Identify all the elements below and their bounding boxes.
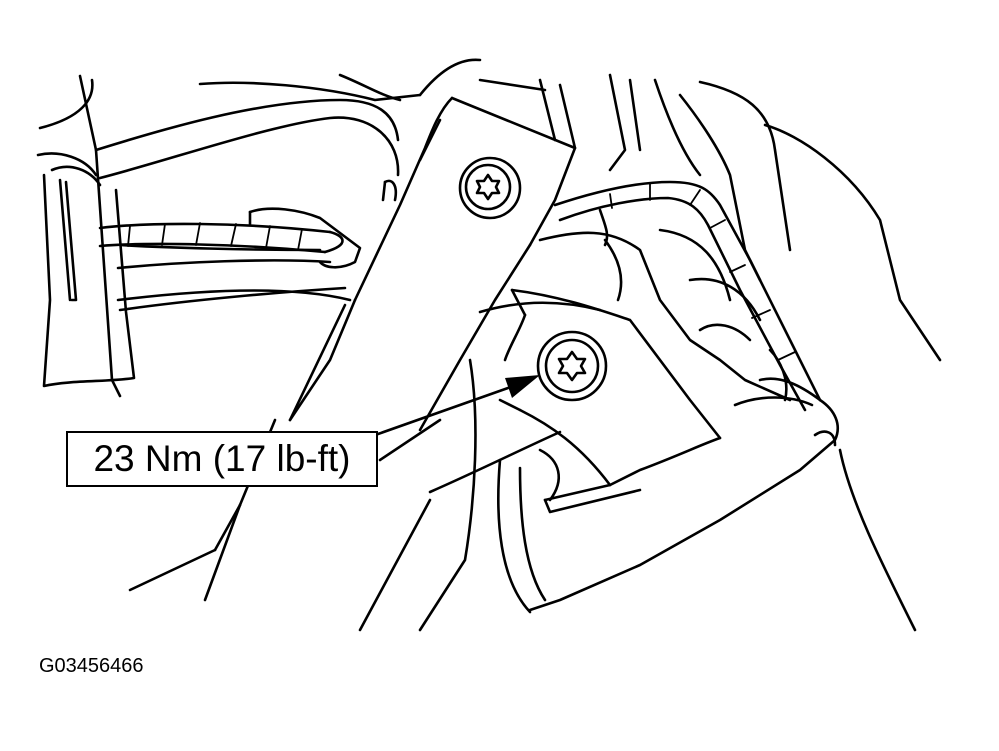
torx-bolt-lower-icon — [557, 350, 587, 382]
figure-id-label: G03456466 — [39, 655, 144, 677]
right-outer-contours — [478, 73, 942, 632]
left-wire-harness — [98, 179, 398, 269]
upper-mounting-bracket — [288, 96, 577, 432]
lower-mounting-bracket — [358, 288, 722, 632]
right-harness-and-housing — [528, 180, 840, 612]
torque-leader-arrow — [376, 375, 540, 436]
left-frame-structure — [36, 58, 482, 398]
lower-left-contours — [128, 303, 562, 614]
torx-bolt-upper-icon — [475, 173, 501, 201]
torque-callout-label: 23 Nm (17 lb-ft) — [66, 431, 378, 487]
